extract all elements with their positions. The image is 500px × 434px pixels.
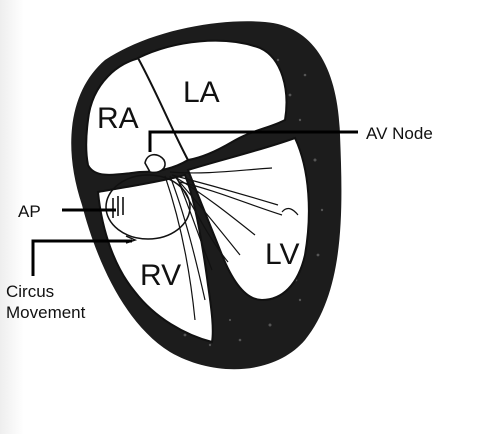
label-ap: AP: [18, 202, 41, 221]
paper-edge: [0, 0, 24, 434]
label-ra: RA: [97, 102, 139, 135]
left-atrium: [136, 39, 288, 162]
label-circus-line1: Circus: [6, 282, 54, 301]
circus-movement-loop: [105, 174, 191, 240]
label-lv: LV: [265, 238, 299, 271]
av-node-leader: [148, 130, 358, 152]
conduction-fibers: [164, 167, 299, 321]
left-ventricle: [186, 136, 310, 302]
wall-texture: [183, 58, 324, 347]
label-rv: RV: [140, 259, 181, 292]
av-node-shape: [144, 153, 166, 174]
label-av-node: AV Node: [366, 124, 433, 143]
accessory-pathway: [112, 196, 124, 218]
label-la: LA: [183, 76, 220, 109]
label-circus-line2: Movement: [6, 303, 86, 322]
right-atrium: [85, 56, 190, 176]
circus-leader: [31, 239, 132, 276]
